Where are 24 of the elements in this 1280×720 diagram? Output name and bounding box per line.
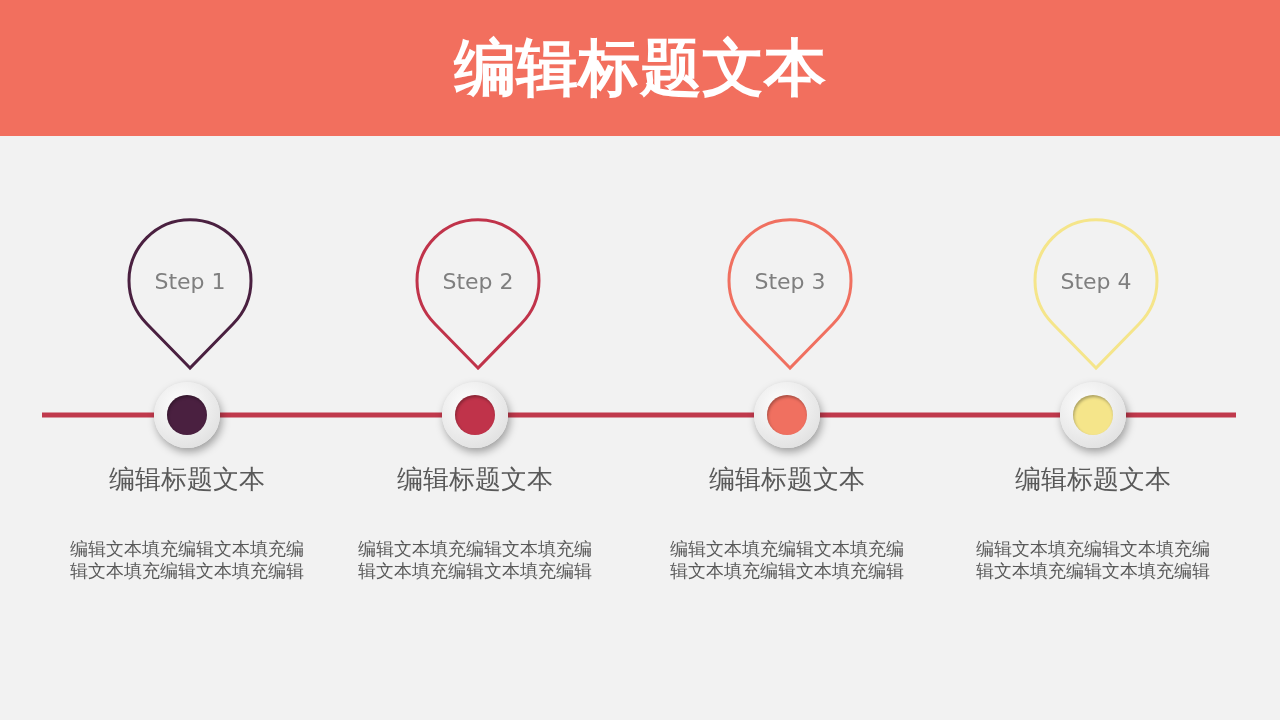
step-description: 编辑文本填充编辑文本填充编辑文本填充编辑文本填充编辑: [357, 538, 593, 582]
timeline-dot: [154, 382, 220, 448]
map-pin-marker: [127, 218, 253, 371]
step-description: 编辑文本填充编辑文本填充编辑文本填充编辑文本填充编辑: [669, 538, 905, 582]
step-heading: 编辑标题文本: [708, 463, 866, 496]
timeline-dot: [1060, 382, 1126, 448]
map-pin-marker: [1033, 218, 1159, 371]
timeline-dot: [442, 382, 508, 448]
connector-line: [220, 412, 442, 418]
step-label: Step 4: [1059, 268, 1133, 296]
title: 编辑标题文本: [452, 30, 827, 106]
step-heading: 编辑标题文本: [108, 463, 266, 496]
step-label: Step 3: [753, 268, 827, 296]
step-description: 编辑文本填充编辑文本填充编辑文本填充编辑文本填充编辑: [69, 538, 305, 582]
map-pin-marker: [727, 218, 853, 371]
connector-line: [820, 412, 1060, 418]
step-label: Step 2: [441, 268, 515, 296]
step-description: 编辑文本填充编辑文本填充编辑文本填充编辑文本填充编辑: [975, 538, 1211, 582]
step-label: Step 1: [153, 268, 227, 296]
connector-line: [508, 412, 754, 418]
step-heading: 编辑标题文本: [1014, 463, 1172, 496]
timeline-dot: [754, 382, 820, 448]
map-pin-marker: [415, 218, 541, 371]
step-heading: 编辑标题文本: [396, 463, 554, 496]
